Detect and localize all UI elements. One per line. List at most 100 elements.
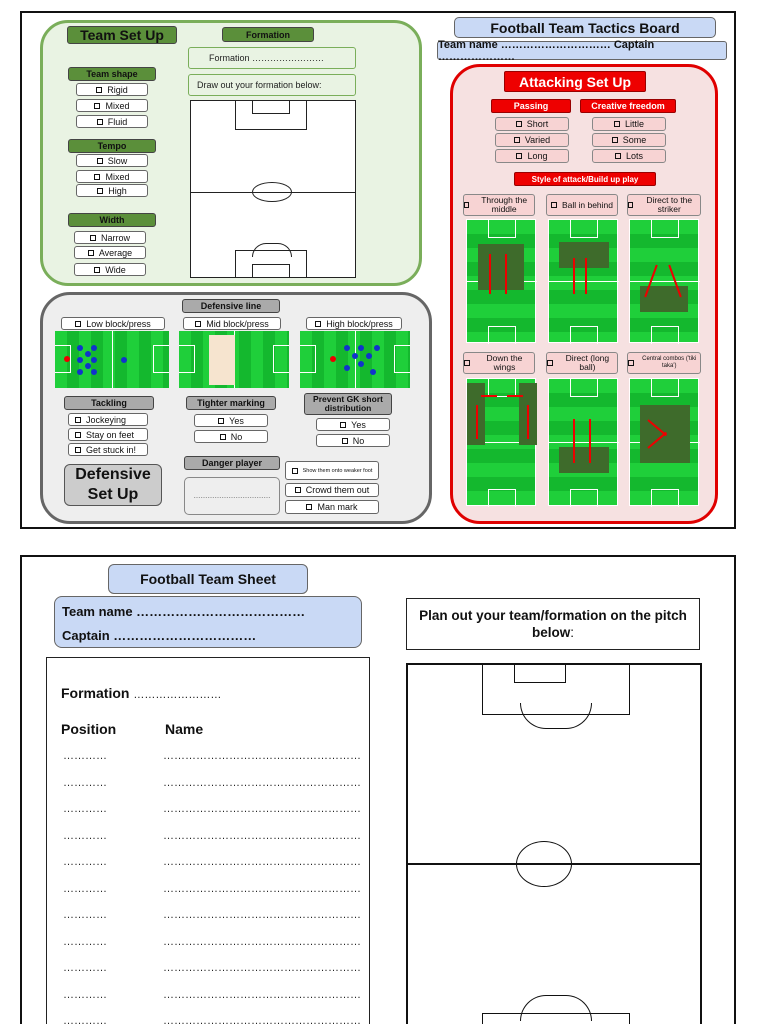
option-long[interactable]: Long (495, 149, 569, 163)
lineup-position-field[interactable]: ………… (63, 1015, 107, 1024)
line-low-block[interactable]: Low block/press (61, 317, 165, 330)
option-stay-on-feet[interactable]: Stay on feet (68, 428, 148, 441)
top-goal-box (514, 665, 566, 683)
lineup-position-field[interactable]: ………… (63, 829, 107, 842)
lineup-position-field[interactable]: ………… (63, 750, 107, 762)
option-tempo-mixed[interactable]: Mixed (76, 170, 148, 183)
option-high[interactable]: High (76, 184, 148, 197)
lineup-name-field[interactable]: ……………………………………………… (163, 776, 361, 789)
name-header: Name (165, 721, 204, 737)
position-header: Position (61, 721, 117, 737)
pitch-through-middle (466, 219, 537, 344)
style-direct-to-striker[interactable]: Direct to the striker (627, 194, 701, 216)
team-name-captain-box[interactable] (54, 596, 362, 648)
lineup-name-field[interactable]: ……………………………………………… (163, 882, 361, 895)
lineup-position-field[interactable]: ………… (63, 935, 107, 948)
option-jockeying[interactable]: Jockeying (68, 413, 148, 426)
top-penalty-arc (520, 703, 592, 729)
style-ball-in-behind[interactable]: Ball in behind (546, 194, 618, 216)
option-fluid[interactable]: Fluid (76, 115, 148, 128)
lineup-position-field[interactable]: ………… (63, 962, 107, 974)
pitch-low-block (55, 331, 169, 388)
option-crowd-them-out[interactable]: Crowd them out (285, 483, 379, 497)
option-mixed[interactable]: Mixed (76, 99, 148, 112)
tempo-header: Tempo (68, 139, 156, 153)
lineup-position-field[interactable]: ………… (63, 909, 107, 921)
tighter-marking-header: Tighter marking (186, 396, 276, 410)
line-mid-block[interactable]: Mid block/press (183, 317, 281, 330)
pitch-direct-long-ball (548, 378, 619, 507)
lineup-name-field[interactable]: ……………………………………………… (163, 1015, 361, 1024)
formation-header: Formation (222, 27, 314, 42)
option-narrow[interactable]: Narrow (74, 231, 146, 244)
pitch-mid-block (179, 331, 289, 388)
style-of-attack-header: Style of attack/Build up play (514, 172, 656, 186)
tackling-header: Tackling (64, 396, 154, 410)
option-lots[interactable]: Lots (592, 149, 666, 163)
formation-pitch[interactable] (190, 100, 356, 278)
lineup-name-field[interactable]: ……………………………………………… (163, 856, 361, 868)
plan-label: Plan out your team/formation on the pitc… (406, 598, 700, 650)
pitch-ball-in-behind (548, 219, 619, 344)
team-name-field: Team name ………………………………… (62, 604, 306, 619)
option-weaker-foot[interactable]: Show them onto weaker foot (285, 461, 379, 480)
lineup-position-field[interactable]: ………… (63, 803, 107, 815)
lineup-name-field[interactable]: ……………………………………………… (163, 829, 361, 842)
pitch-high-block (300, 331, 410, 388)
team-pitch[interactable] (406, 663, 702, 1024)
lineup-name-field[interactable]: ……………………………………………… (163, 988, 361, 1001)
style-central-combos[interactable]: Central combos ('tiki taka') (627, 352, 701, 374)
option-little[interactable]: Little (592, 117, 666, 131)
style-down-wings[interactable]: Down the wings (463, 352, 535, 374)
option-gk-no[interactable]: No (316, 434, 390, 447)
width-header: Width (68, 213, 156, 227)
plan-colon: : (570, 625, 575, 640)
option-man-mark[interactable]: Man mark (285, 500, 379, 514)
formation-label-text: Formation (61, 685, 130, 701)
formation-dots[interactable]: …………………… (133, 689, 222, 701)
option-rigid[interactable]: Rigid (76, 83, 148, 96)
bottom-penalty-box (482, 1013, 630, 1024)
passing-header: Passing (491, 99, 571, 113)
defensive-setup-title: Defensive Set Up (64, 464, 162, 506)
team-sheet-title: Football Team Sheet (108, 564, 308, 594)
lineup-name-field[interactable]: ……………………………………………… (163, 803, 361, 815)
line-high-block[interactable]: High block/press (306, 317, 402, 330)
formation-label: Formation …………………… (61, 685, 221, 701)
option-wide[interactable]: Wide (74, 263, 146, 276)
creative-freedom-header: Creative freedom (580, 99, 676, 113)
board-title: Football Team Tactics Board (454, 17, 716, 38)
option-slow[interactable]: Slow (76, 154, 148, 167)
team-captain-field[interactable]: Team name ………………………… Captain ………………… (437, 39, 727, 63)
plan-text: Plan out your team/formation on the pitc… (419, 608, 687, 640)
lineup-name-field[interactable]: ……………………………………………… (163, 909, 361, 921)
style-through-middle[interactable]: Through the middle (463, 194, 535, 216)
lineup-name-field[interactable]: ……………………………………………… (163, 935, 361, 948)
option-varied[interactable]: Varied (495, 133, 569, 147)
captain-field: Captain …………………………… (62, 628, 257, 643)
pitch-down-wings (466, 378, 537, 507)
draw-formation-label: Draw out your formation below: (188, 74, 356, 96)
option-get-stuck-in[interactable]: Get stuck in! (68, 443, 148, 456)
option-average[interactable]: Average (74, 246, 146, 259)
option-gk-yes[interactable]: Yes (316, 418, 390, 431)
lineup-position-field[interactable]: ………… (63, 856, 107, 868)
option-tighter-no[interactable]: No (194, 430, 268, 443)
pitch-direct-to-striker (629, 219, 700, 344)
option-tighter-yes[interactable]: Yes (194, 414, 268, 427)
style-direct-long-ball[interactable]: Direct (long ball) (546, 352, 618, 374)
lineup-box (46, 657, 370, 1024)
lineup-name-field[interactable]: ……………………………………………… (163, 962, 361, 974)
prevent-gk-header: Prevent GK short distribution (304, 393, 392, 415)
lineup-position-field[interactable]: ………… (63, 988, 107, 1001)
danger-player-field[interactable]: …………………………… (184, 477, 280, 515)
defensive-line-header: Defensive line (182, 299, 280, 313)
lineup-position-field[interactable]: ………… (63, 882, 107, 895)
lineup-name-field[interactable]: ……………………………………………… (163, 750, 361, 762)
centre-circle (516, 841, 572, 887)
lineup-position-field[interactable]: ………… (63, 776, 107, 789)
option-short[interactable]: Short (495, 117, 569, 131)
formation-field[interactable]: Formation …………………… (188, 47, 356, 69)
option-some[interactable]: Some (592, 133, 666, 147)
pitch-central-combos (629, 378, 700, 507)
